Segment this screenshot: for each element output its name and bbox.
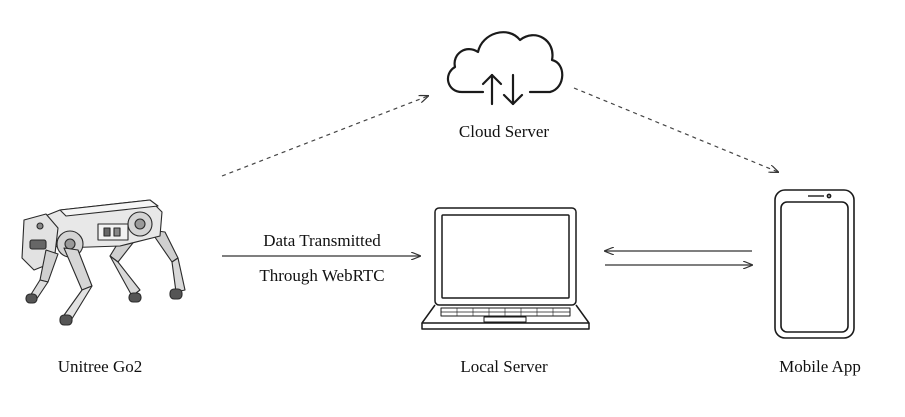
edge-label-line2: Through WebRTC xyxy=(259,266,385,285)
cloud-icon xyxy=(446,31,564,106)
dashed-arrow-robot-to-cloud xyxy=(221,96,428,177)
laptop-icon xyxy=(421,207,590,330)
local-server-label: Local Server xyxy=(460,357,548,376)
robot-dog-image xyxy=(21,199,186,326)
smartphone-icon xyxy=(774,189,855,339)
unitree-go2-label: Unitree Go2 xyxy=(57,357,143,376)
dashed-arrow-cloud-to-mobile xyxy=(573,87,778,172)
mobile-app-label: Mobile App xyxy=(779,357,861,376)
edge-label-line1: Data Transmitted xyxy=(263,231,381,250)
cloud-server-label: Cloud Server xyxy=(458,122,550,141)
